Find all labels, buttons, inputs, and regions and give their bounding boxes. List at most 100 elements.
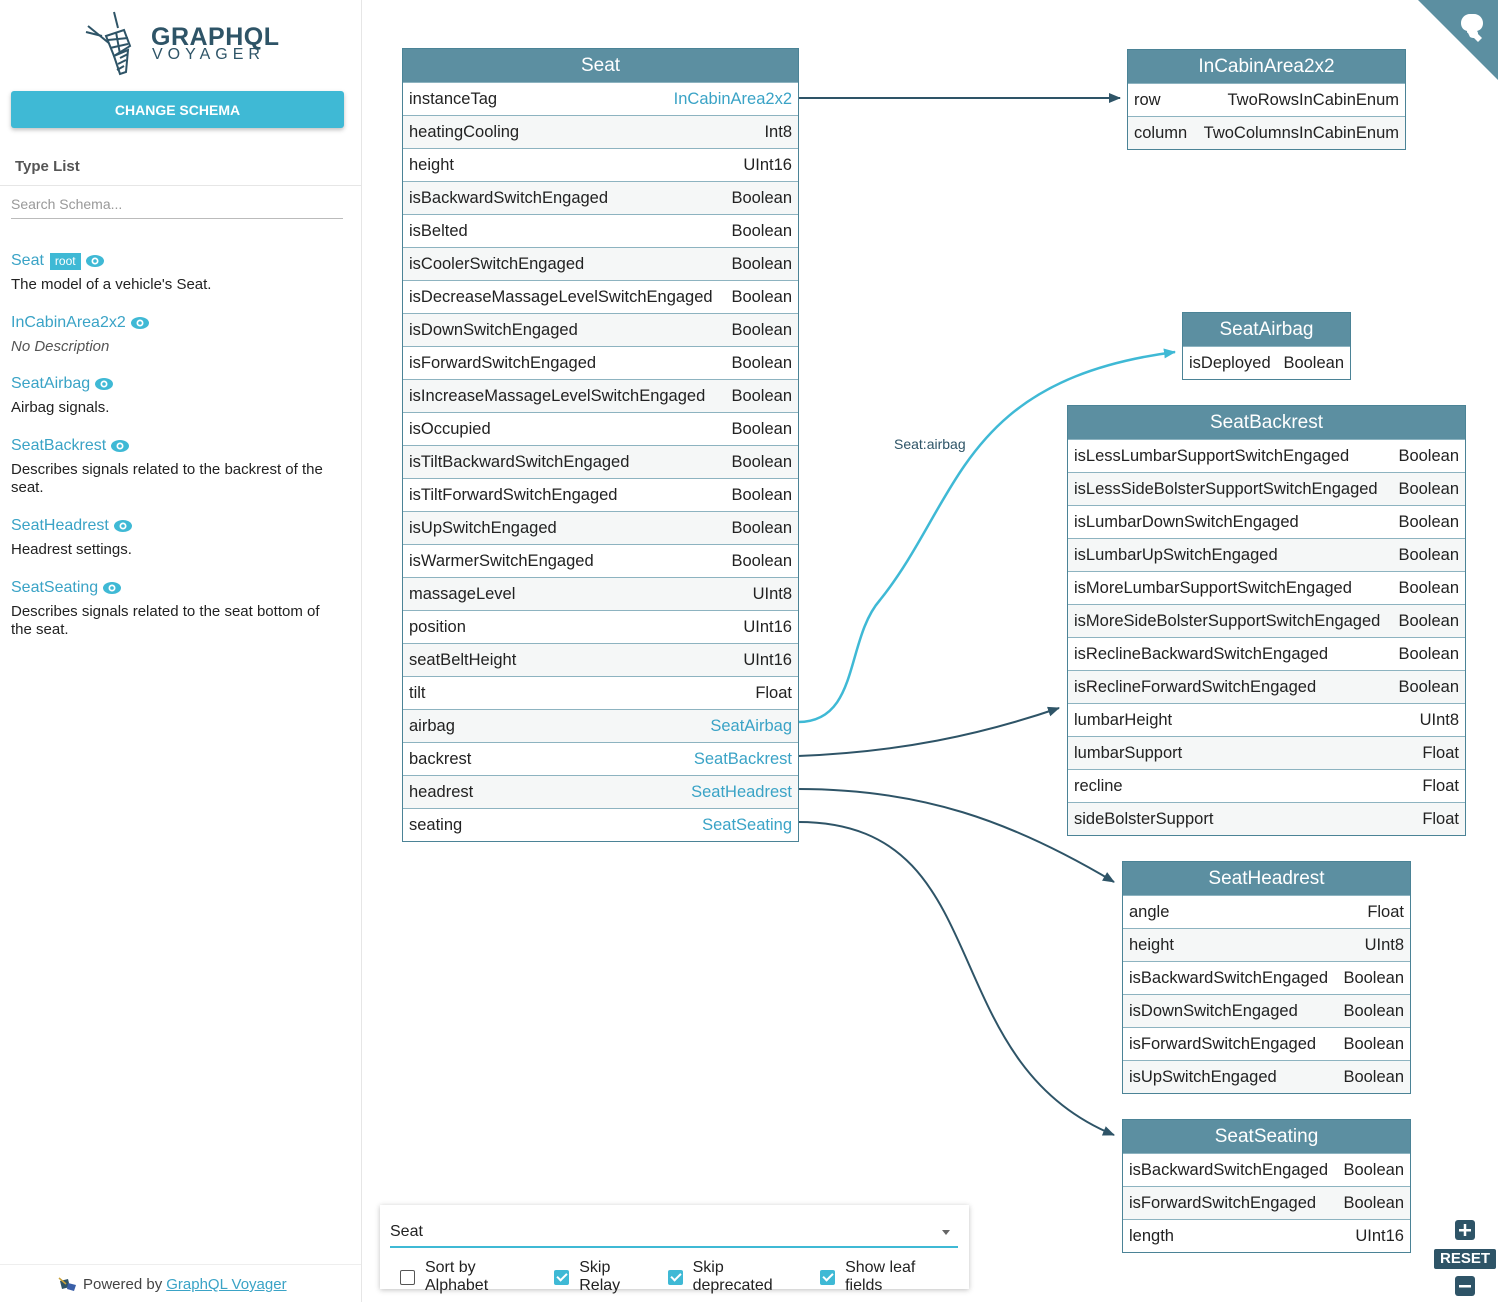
github-corner-icon[interactable] bbox=[1418, 0, 1498, 80]
type-list-item[interactable]: Seat root The model of a vehicle's Seat. bbox=[11, 251, 341, 294]
change-schema-button[interactable]: CHANGE SCHEMA bbox=[11, 91, 344, 128]
type-list-item[interactable]: SeatHeadrest Headrest settings. bbox=[11, 516, 341, 559]
option-sort-by-alphabet[interactable]: Sort by Alphabet bbox=[400, 1259, 542, 1295]
zoom-out-button[interactable] bbox=[1455, 1276, 1475, 1296]
type-name-link[interactable]: SeatBackrest bbox=[11, 437, 107, 454]
option-skip-relay[interactable]: Skip Relay bbox=[554, 1259, 655, 1295]
option-skip-deprecated[interactable]: Skip deprecated bbox=[667, 1259, 808, 1295]
type-name-link[interactable]: InCabinArea2x2 bbox=[11, 314, 126, 331]
checkbox[interactable] bbox=[400, 1269, 415, 1285]
node-title[interactable]: Seat bbox=[403, 49, 798, 82]
type-list-item[interactable]: InCabinArea2x2 No Description bbox=[11, 313, 341, 356]
eye-icon[interactable] bbox=[110, 439, 130, 453]
type-list-item[interactable]: SeatBackrest Describes signals related t… bbox=[11, 436, 341, 497]
graphql-voyager-link[interactable]: GraphQL Voyager bbox=[166, 1276, 287, 1293]
node-title[interactable]: SeatBackrest bbox=[1068, 406, 1465, 439]
field-type: Boolean bbox=[731, 518, 792, 537]
eye-icon[interactable] bbox=[102, 581, 122, 595]
field-type-link[interactable]: SeatAirbag bbox=[710, 716, 792, 735]
checkbox[interactable] bbox=[667, 1269, 683, 1285]
eye-icon[interactable] bbox=[130, 316, 150, 330]
eye-icon[interactable] bbox=[94, 377, 114, 391]
checkbox[interactable] bbox=[820, 1269, 836, 1285]
zoom-in-button[interactable] bbox=[1455, 1220, 1475, 1240]
node-title[interactable]: SeatSeating bbox=[1123, 1120, 1410, 1153]
type-list-item[interactable]: SeatSeating Describes signals related to… bbox=[11, 578, 341, 639]
field-type-link[interactable]: InCabinArea2x2 bbox=[673, 89, 792, 108]
checkbox[interactable] bbox=[554, 1269, 570, 1285]
field-type-link[interactable]: SeatSeating bbox=[702, 815, 792, 834]
node-title[interactable]: InCabinArea2x2 bbox=[1128, 50, 1405, 83]
search-schema-input[interactable] bbox=[11, 189, 343, 219]
option-show-leaf-fields[interactable]: Show leaf fields bbox=[820, 1259, 957, 1295]
type-list-item[interactable]: SeatAirbag Airbag signals. bbox=[11, 374, 341, 417]
type-name-link[interactable]: SeatHeadrest bbox=[11, 517, 109, 534]
node-title[interactable]: SeatAirbag bbox=[1183, 313, 1350, 346]
field-type-link[interactable]: SeatBackrest bbox=[693, 749, 792, 768]
eye-icon[interactable] bbox=[85, 254, 105, 268]
type-name-link[interactable]: SeatSeating bbox=[11, 579, 99, 596]
reset-zoom-button[interactable]: RESET bbox=[1434, 1249, 1496, 1269]
dropdown-arrow-icon[interactable] bbox=[942, 1230, 950, 1235]
root-type-select[interactable]: Seat bbox=[390, 1220, 958, 1248]
node-title[interactable]: SeatHeadrest bbox=[1123, 862, 1410, 895]
type-name-link[interactable]: Seat bbox=[11, 252, 44, 269]
type-name-link[interactable]: SeatAirbag bbox=[11, 375, 91, 392]
field-type-link[interactable]: SeatHeadrest bbox=[691, 782, 792, 801]
eye-icon[interactable] bbox=[113, 519, 133, 533]
